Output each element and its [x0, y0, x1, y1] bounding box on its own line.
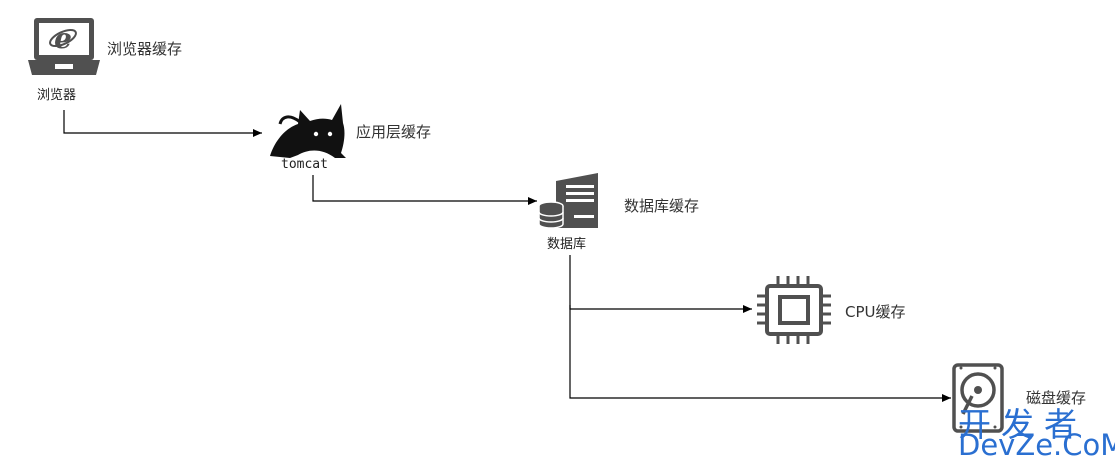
- database-cache-label: 数据库缓存: [624, 197, 700, 215]
- edge-browser-tomcat: [63, 110, 262, 137]
- tomcat-cat-icon: [270, 104, 346, 158]
- browser-cache-label: 浏览器缓存: [107, 40, 183, 58]
- browser-caption: 浏览器: [37, 88, 77, 103]
- edge-tomcat-database: [312, 175, 537, 205]
- disk-cache-label: 磁盘缓存: [1026, 389, 1087, 407]
- tomcat-cache-label: 应用层缓存: [356, 123, 432, 141]
- hard-disk-icon: [952, 363, 1004, 433]
- tomcat-caption: tomcat: [281, 157, 328, 172]
- svg-text:e: e: [54, 22, 72, 55]
- cpu-cache-label: CPU缓存: [845, 303, 906, 321]
- edge-database-disk: [569, 305, 951, 402]
- database-server-icon: [538, 173, 598, 229]
- cpu-chip-icon: [757, 276, 831, 344]
- watermark-chinese: 开发者: [958, 405, 1087, 444]
- laptop-browser-icon: e: [28, 18, 100, 75]
- watermark-domain: DevZe.CoM: [958, 428, 1115, 462]
- database-caption: 数据库: [547, 237, 587, 252]
- edge-database-cpu: [569, 255, 752, 313]
